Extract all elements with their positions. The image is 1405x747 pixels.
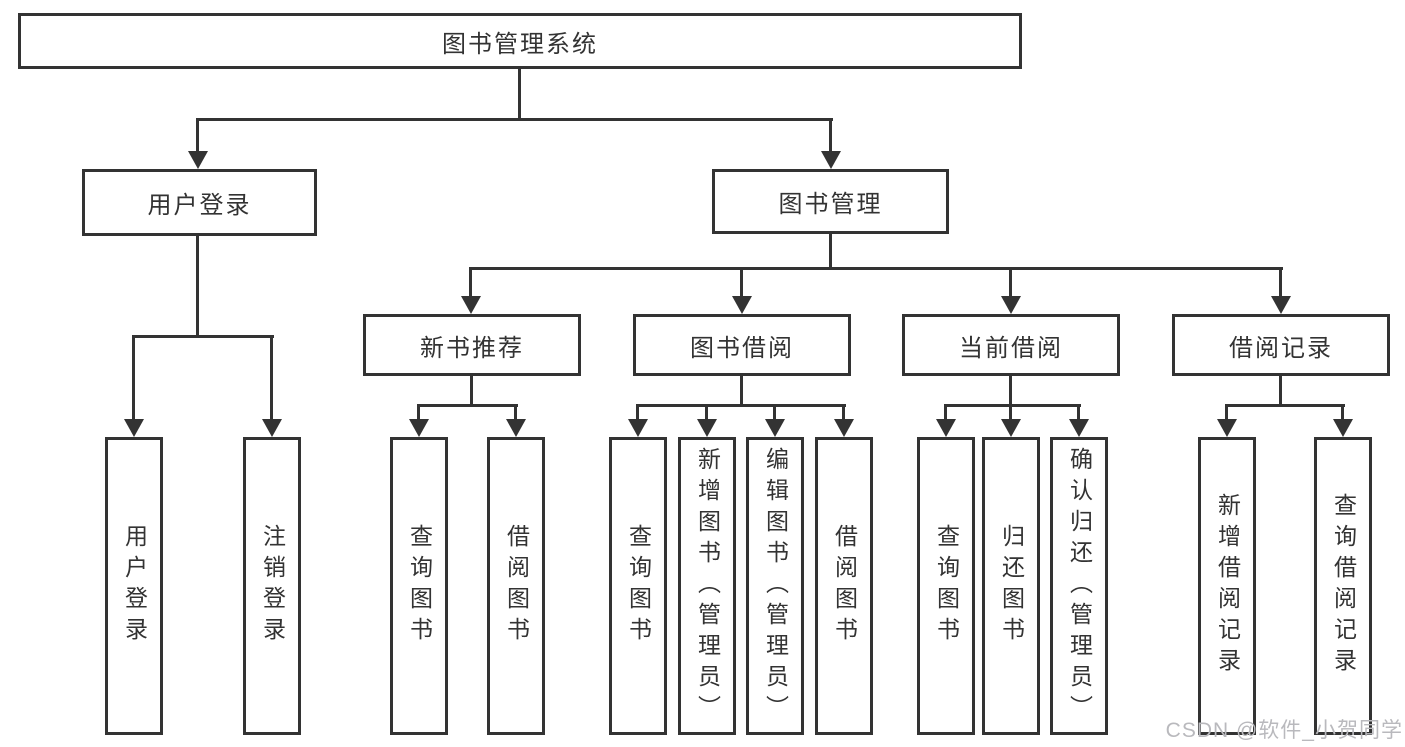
node-label: 当前借阅 <box>959 334 1063 362</box>
arrow-head <box>1001 296 1021 314</box>
leaf-label: 查询借阅记录 <box>1330 493 1357 679</box>
connector-line <box>1225 404 1228 421</box>
node-book-borrowing: 图书借阅 <box>633 314 851 376</box>
connector-line <box>196 118 199 154</box>
connector-line <box>1225 404 1345 407</box>
node-book-management: 图书管理 <box>712 169 949 234</box>
arrow-head <box>124 419 144 437</box>
node-label: 借阅记录 <box>1229 334 1333 362</box>
connector-line <box>469 267 472 298</box>
connector-line <box>270 335 273 421</box>
connector-line <box>636 404 846 407</box>
arrow-head <box>821 151 841 169</box>
leaf-confirm-return-admin: 确认归还（管理员） <box>1050 437 1108 735</box>
node-label: 图书管理 <box>778 191 883 218</box>
node-label: 用户登录 <box>147 192 252 219</box>
leaf-label: 确认归还（管理员） <box>1066 446 1093 726</box>
connector-line <box>132 335 135 421</box>
leaf-label: 用户登录 <box>121 524 148 648</box>
node-current-borrowing: 当前借阅 <box>902 314 1120 376</box>
connector-line <box>944 404 1081 407</box>
connector-line <box>196 236 199 338</box>
connector-line <box>1341 404 1344 421</box>
connector-line <box>196 118 833 121</box>
connector-line <box>636 404 639 421</box>
arrow-head <box>628 419 648 437</box>
node-label: 图书借阅 <box>690 334 794 362</box>
node-new-book-recommendation: 新书推荐 <box>363 314 581 376</box>
node-label: 图书管理系统 <box>442 30 598 58</box>
leaf-query-borrow-record: 查询借阅记录 <box>1314 437 1372 735</box>
arrow-head <box>1271 296 1291 314</box>
arrow-head <box>1333 419 1353 437</box>
leaf-label: 编辑图书（管理员） <box>762 446 789 726</box>
leaf-label: 查询图书 <box>406 524 433 648</box>
leaf-label: 查询图书 <box>933 524 960 648</box>
leaf-query-books-borrowing: 查询图书 <box>609 437 667 735</box>
leaf-user-login: 用户登录 <box>105 437 163 735</box>
connector-line <box>417 404 518 407</box>
connector-line <box>518 68 521 120</box>
node-borrowing-records: 借阅记录 <box>1172 314 1390 376</box>
connector-line <box>773 404 776 421</box>
leaf-label: 归还图书 <box>998 524 1025 648</box>
connector-line <box>1009 267 1012 298</box>
node-label: 新书推荐 <box>420 334 524 362</box>
connector-line <box>829 118 832 154</box>
connector-line <box>705 404 708 421</box>
leaf-label: 注销登录 <box>259 524 286 648</box>
leaf-borrow-books-borrowing: 借阅图书 <box>815 437 873 735</box>
arrow-head <box>765 419 785 437</box>
leaf-edit-book-admin: 编辑图书（管理员） <box>746 437 804 735</box>
arrow-head <box>1217 419 1237 437</box>
leaf-logout: 注销登录 <box>243 437 301 735</box>
leaf-add-borrow-record: 新增借阅记录 <box>1198 437 1256 735</box>
connector-line <box>417 404 420 421</box>
arrow-head <box>409 419 429 437</box>
connector-line <box>842 404 845 421</box>
connector-line <box>514 404 517 421</box>
leaf-label: 借阅图书 <box>503 524 530 648</box>
connector-line <box>829 234 832 270</box>
connector-line <box>740 376 743 407</box>
arrow-head <box>936 419 956 437</box>
leaf-label: 新增图书（管理员） <box>694 446 721 726</box>
arrow-head <box>1069 419 1089 437</box>
connector-line <box>132 335 274 338</box>
arrow-head <box>188 151 208 169</box>
arrow-head <box>461 296 481 314</box>
connector-line <box>1279 267 1282 298</box>
arrow-head <box>1001 419 1021 437</box>
connector-line <box>470 376 473 407</box>
leaf-return-book: 归还图书 <box>982 437 1040 735</box>
connector-line <box>944 404 947 421</box>
arrow-head <box>732 296 752 314</box>
connector-line <box>469 267 1283 270</box>
node-book-management-system: 图书管理系统 <box>18 13 1022 69</box>
arrow-head <box>697 419 717 437</box>
leaf-label: 借阅图书 <box>831 524 858 648</box>
leaf-query-books-recommend: 查询图书 <box>390 437 448 735</box>
leaf-add-book-admin: 新增图书（管理员） <box>678 437 736 735</box>
leaf-query-books-current: 查询图书 <box>917 437 975 735</box>
connector-line <box>1009 376 1012 407</box>
connector-line <box>1077 404 1080 421</box>
node-user-login: 用户登录 <box>82 169 317 236</box>
arrow-head <box>506 419 526 437</box>
leaf-label: 新增借阅记录 <box>1214 493 1241 679</box>
arrow-head <box>262 419 282 437</box>
connector-line <box>740 267 743 298</box>
leaf-label: 查询图书 <box>625 524 652 648</box>
connector-line <box>1279 376 1282 407</box>
arrow-head <box>834 419 854 437</box>
leaf-borrow-books-recommend: 借阅图书 <box>487 437 545 735</box>
connector-line <box>1009 404 1012 421</box>
